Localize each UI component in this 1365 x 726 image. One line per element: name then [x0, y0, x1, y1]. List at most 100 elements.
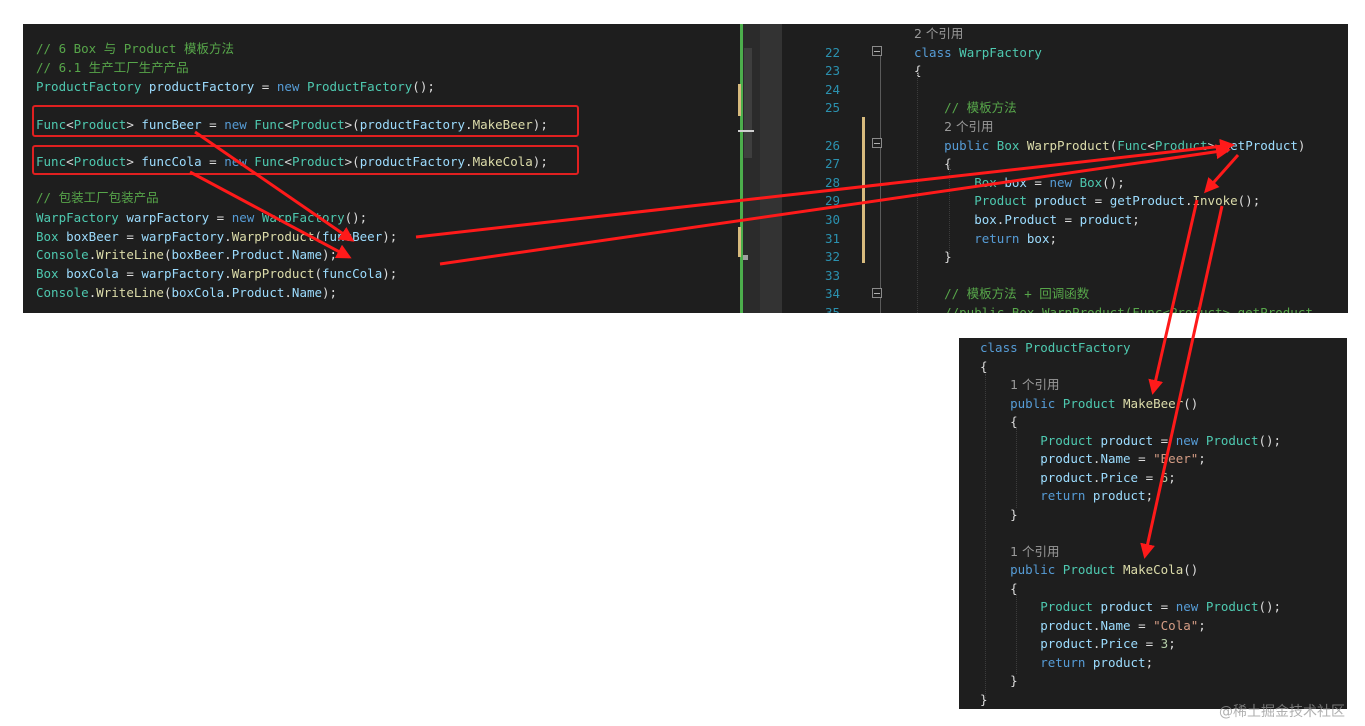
code-token: ProductFactory — [306, 79, 413, 94]
code-line[interactable]: product.Name = "Cola"; — [980, 616, 1347, 635]
scroll-marker-yellow — [738, 227, 741, 257]
code-token: (); — [1258, 432, 1282, 448]
code-token: (); — [1102, 174, 1125, 190]
code-token: = — [201, 117, 225, 132]
code-token: ) — [1297, 137, 1306, 153]
line-number: 28 — [824, 174, 840, 190]
code-token: product — [1040, 451, 1093, 466]
code-token: product — [1040, 469, 1093, 485]
code-token: = — [254, 79, 277, 94]
reference-count-hint[interactable]: 1 个引用 — [1010, 377, 1060, 392]
code-line[interactable]: Func<Product> funcCola = new Func<Produc… — [36, 152, 740, 171]
scroll-thumb[interactable] — [744, 48, 752, 158]
code-line[interactable]: return box; — [914, 229, 1348, 248]
code-line[interactable]: 1 个引用 — [980, 375, 1347, 394]
code-token: boxBeer — [66, 229, 119, 244]
code-token: { — [980, 358, 988, 374]
code-token: . — [1092, 469, 1101, 485]
code-token: product — [1100, 599, 1154, 614]
code-line[interactable]: 2 个引用 — [914, 24, 1348, 43]
code-line[interactable]: public Product MakeBeer() — [980, 394, 1347, 413]
code-line[interactable]: { — [980, 579, 1347, 598]
code-token: . — [996, 212, 1005, 227]
code-line[interactable]: // 模板方法 — [914, 98, 1348, 117]
collapse-method-icon[interactable] — [872, 138, 882, 148]
code-line[interactable]: Product product = getProduct.Invoke(); — [914, 191, 1348, 210]
code-line[interactable]: Console.WriteLine(boxCola.Product.Name); — [36, 283, 740, 302]
code-token: = — [201, 154, 225, 169]
code-line[interactable]: return product; — [980, 653, 1347, 672]
code-line[interactable]: product.Price = 6; — [980, 468, 1347, 487]
code-line[interactable]: ProductFactory productFactory = new Prod… — [36, 77, 740, 96]
code-line[interactable]: Box box = new Box(); — [914, 173, 1348, 192]
code-token: } — [980, 506, 1018, 522]
code-token: funcBeer — [141, 117, 202, 132]
code-line[interactable]: public Box WarpProduct(Func<Product> get… — [914, 136, 1348, 155]
code-line[interactable]: return product; — [980, 486, 1347, 505]
code-token: ( — [314, 229, 323, 244]
code-line[interactable]: Product product = new Product(); — [980, 597, 1347, 616]
code-line[interactable]: Box boxCola = warpFactory.WarpProduct(fu… — [36, 264, 740, 283]
code-line[interactable]: class WarpFactory — [914, 43, 1348, 62]
collapse-comment-icon[interactable] — [872, 288, 882, 298]
code-line[interactable]: // 6 Box 与 Product 模板方法 — [36, 39, 740, 58]
code-token: = — [1138, 469, 1161, 485]
code-line[interactable]: Box boxBeer = warpFactory.WarpProduct(fu… — [36, 227, 740, 246]
code-token: ; — [1132, 212, 1140, 227]
code-line[interactable]: } — [980, 690, 1347, 709]
editor-scrollbar[interactable] — [738, 24, 760, 313]
code-token: (); — [344, 210, 368, 225]
code-token: public — [1010, 395, 1056, 411]
code-token: } — [980, 691, 988, 707]
code-token: > — [1207, 137, 1223, 153]
code-token: // 6 Box 与 Product 模板方法 — [36, 41, 234, 56]
reference-count-hint[interactable]: 2 个引用 — [914, 26, 964, 41]
code-line[interactable]: { — [980, 412, 1347, 431]
code-token: 3 — [1160, 636, 1169, 651]
code-line[interactable]: } — [980, 671, 1347, 690]
code-line[interactable]: box.Product = product; — [914, 210, 1348, 229]
code-line[interactable]: product.Name = "Beer"; — [980, 449, 1347, 468]
line-number: 23 — [824, 63, 840, 79]
code-line[interactable]: 2 个引用 — [914, 117, 1348, 136]
code-line[interactable]: } — [980, 505, 1347, 524]
code-token: class — [980, 340, 1018, 355]
editor-splitter[interactable] — [760, 24, 782, 313]
code-token: ; — [1145, 654, 1154, 670]
code-token: ProductFactory — [1025, 340, 1131, 355]
code-token: new — [1175, 432, 1199, 448]
code-token: . — [284, 247, 292, 262]
code-token: Product — [231, 247, 285, 262]
code-token: { — [980, 580, 1018, 596]
reference-count-hint[interactable]: 2 个引用 — [944, 119, 994, 134]
code-line[interactable]: class ProductFactory — [980, 338, 1347, 357]
code-line[interactable]: //public Box WarpProduct(Func<Product> g… — [914, 303, 1348, 313]
reference-count-hint[interactable]: 1 个引用 — [1010, 543, 1060, 559]
code-line[interactable]: Func<Product> funcBeer = new Func<Produc… — [36, 115, 740, 134]
code-line[interactable]: Console.WriteLine(boxBeer.Product.Name); — [36, 245, 740, 264]
code-line[interactable]: // 包装工厂包装产品 — [36, 188, 740, 207]
code-token: Product — [231, 285, 285, 300]
code-token: Price — [1100, 469, 1139, 485]
code-token: Product — [73, 154, 127, 169]
code-line[interactable]: // 模板方法 + 回调函数 — [914, 284, 1348, 303]
code-token: new — [1175, 599, 1199, 614]
code-line[interactable]: Product product = new Product(); — [980, 431, 1347, 450]
arrow-invoke-to-makebeer — [1148, 199, 1199, 395]
code-line[interactable]: 1 个引用 — [980, 542, 1347, 561]
code-token: < — [1147, 137, 1155, 153]
code-line[interactable]: { — [980, 357, 1347, 376]
collapse-class-icon[interactable] — [872, 46, 882, 56]
code-token: . — [88, 247, 97, 262]
code-line[interactable]: { — [914, 61, 1348, 80]
code-line[interactable]: { — [914, 154, 1348, 173]
code-line[interactable]: public Product MakeCola() — [980, 560, 1347, 579]
code-token: Box — [36, 266, 59, 281]
code-line[interactable]: // 6.1 生产工厂生产产品 — [36, 58, 740, 77]
code-line[interactable]: } — [914, 247, 1348, 266]
code-token: ); — [532, 117, 548, 132]
code-token: = — [1130, 617, 1154, 633]
code-line[interactable]: product.Price = 3; — [980, 634, 1347, 653]
line-number: 24 — [824, 81, 840, 97]
